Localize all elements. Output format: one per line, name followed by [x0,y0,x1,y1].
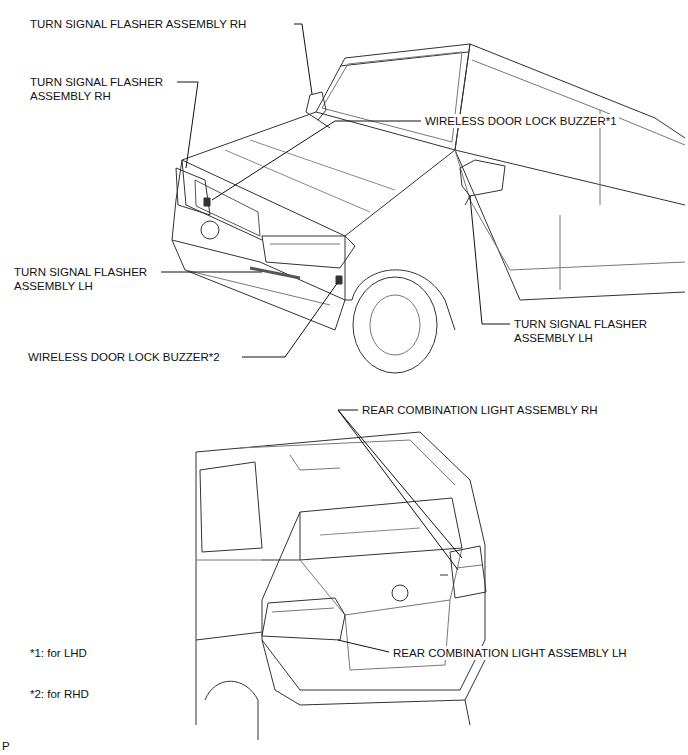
part-label: TURN SIGNAL FLASHER ASSEMBLY LH [12,265,161,293]
part-label: TURN SIGNAL FLASHER ASSEMBLY RH [28,17,248,31]
part-label: WIRELESS DOOR LOCK BUZZER*1 [423,114,619,128]
part-label: WIRELESS DOOR LOCK BUZZER*2 [26,350,222,364]
part-label: P [0,739,12,753]
front-vehicle [172,44,685,373]
part-label: REAR COMBINATION LIGHT ASSEMBLY RH [360,403,600,417]
part-label: REAR COMBINATION LIGHT ASSEMBLY LH [391,646,629,660]
rear-vehicle [196,432,490,740]
part-label: TURN SIGNAL FLASHER ASSEMBLY LH [512,317,666,345]
part-label: TURN SIGNAL FLASHER ASSEMBLY RH [28,75,177,103]
part-label: *2: for RHD [28,687,91,701]
part-label: *1: for LHD [28,646,89,660]
